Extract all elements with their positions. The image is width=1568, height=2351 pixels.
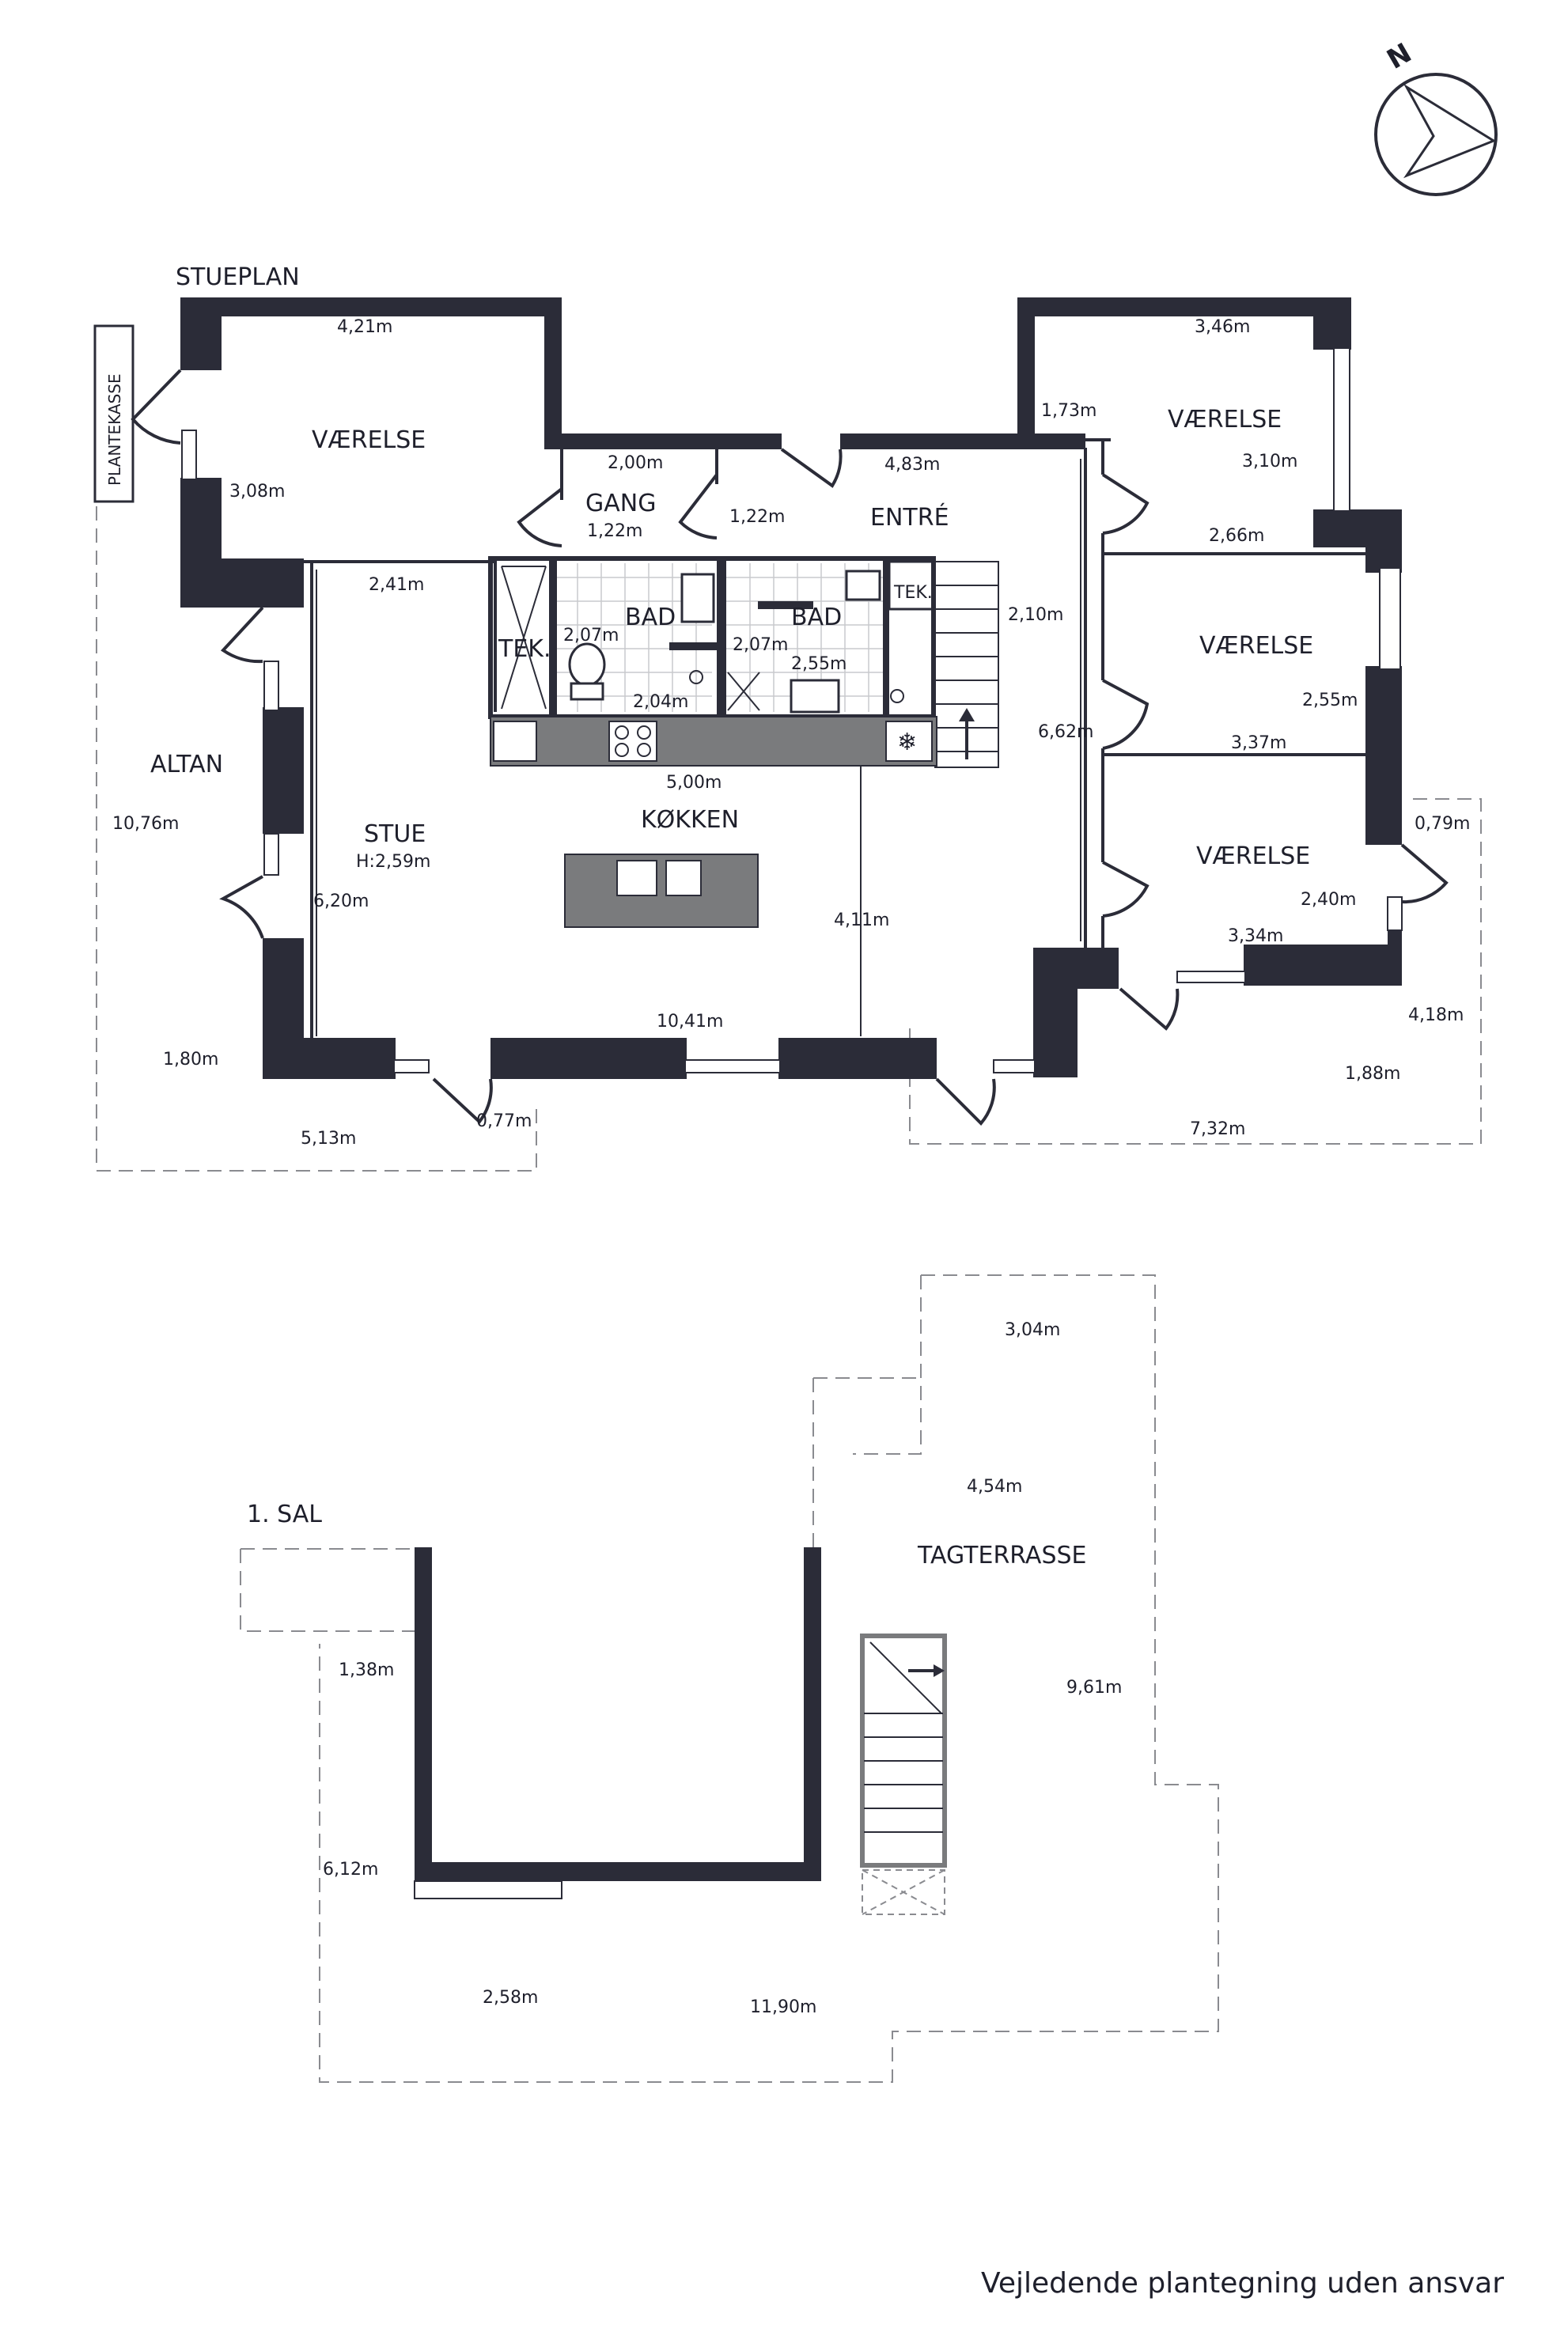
dim-kitchen-counter: 5,00m — [666, 773, 722, 793]
dim-se-step: 0,79m — [1415, 814, 1470, 834]
dim-door-width: 0,77m — [476, 1111, 532, 1131]
first-floor-title: 1. SAL — [247, 1501, 322, 1528]
dim-altan-length: 10,76m — [112, 814, 179, 834]
room-vaerelse-e: VÆRELSE — [1199, 632, 1313, 660]
planter-box-label: PLANTEKASSE — [105, 373, 124, 486]
room-kokken: KØKKEN — [641, 806, 739, 834]
interior-walls — [304, 438, 1372, 1039]
sink-right-icon — [790, 679, 840, 714]
dim-vaerelse-se-depth: 2,40m — [1301, 890, 1356, 910]
disclaimer-footer: Vejledende plantegning uden ansvar — [981, 2267, 1504, 2300]
dim-kitchen-depth: 4,11m — [834, 910, 889, 930]
exterior-walls — [180, 297, 1402, 1079]
room-bad-right: BAD — [791, 604, 842, 631]
stairs-first-floor — [860, 1634, 947, 1915]
dim-vaerelse-ne-width: 3,46m — [1195, 317, 1250, 337]
dim-first-bottom: 2,58m — [483, 1988, 538, 2008]
dim-vaerelse-nw-width: 4,21m — [337, 317, 392, 337]
dim-bad-left-depth: 2,07m — [563, 626, 619, 645]
dim-stue-top: 2,41m — [369, 575, 424, 595]
dim-bad-right-width: 2,55m — [791, 654, 846, 674]
area-altan: ALTAN — [150, 751, 223, 778]
room-stue: STUE — [364, 820, 426, 848]
room-tek-right: TEK. — [893, 583, 933, 603]
dim-vaerelse-se-width: 3,34m — [1228, 926, 1283, 946]
room-tek-left: TEK. — [498, 635, 551, 663]
dim-vaerelse-ne-bottom: 2,66m — [1209, 526, 1264, 546]
dim-first-step: 1,38m — [339, 1660, 394, 1680]
planter-box: PLANTEKASSE — [93, 324, 134, 503]
dishwasher-icon — [493, 721, 537, 762]
dim-south-wall: 10,41m — [657, 1012, 723, 1032]
toilet-icon — [568, 642, 606, 687]
toilet-right-icon — [845, 570, 881, 601]
dim-terrace-se-depth: 4,18m — [1408, 1005, 1464, 1025]
dim-first-depth: 6,12m — [323, 1860, 378, 1880]
room-vaerelse-ne: VÆRELSE — [1168, 406, 1282, 433]
kitchen-island — [564, 854, 759, 928]
shower-left-icon — [689, 670, 703, 684]
dim-roof-mid: 4,54m — [967, 1477, 1022, 1497]
room-vaerelse-nw: VÆRELSE — [312, 426, 426, 454]
dim-vaerelse-ne-notch: 1,73m — [1041, 401, 1096, 421]
compass-arrow-icon — [1403, 83, 1497, 179]
dim-altan-width: 5,13m — [301, 1129, 356, 1149]
dim-gang-width: 2,00m — [608, 453, 663, 473]
dim-vaerelse-e-width: 3,37m — [1231, 733, 1286, 753]
dim-bad-left-width: 2,04m — [633, 692, 688, 712]
dim-vaerelse-nw-depth: 3,08m — [229, 482, 285, 502]
island-sink-icon — [616, 860, 657, 896]
dim-stairs: 2,10m — [1008, 605, 1063, 625]
room-entre: ENTRÉ — [870, 503, 949, 532]
dim-entre-width: 4,83m — [884, 455, 940, 475]
sink-left-icon — [680, 573, 715, 623]
compass: N — [1374, 37, 1498, 196]
shower-right-icon — [890, 689, 904, 703]
room-gang: GANG — [585, 490, 656, 517]
compass-north-label: N — [1382, 37, 1418, 76]
dim-entre-depth: 1,22m — [729, 507, 785, 527]
dim-vaerelse-ne-depth: 3,10m — [1242, 452, 1297, 471]
doors — [131, 369, 1449, 1126]
roof-terrace-outlines — [240, 1274, 1219, 2083]
windows — [181, 347, 1403, 1073]
freezer-icon — [885, 721, 933, 762]
dim-roof-top-width: 3,04m — [1005, 1320, 1060, 1340]
dim-terrace-se-length: 7,32m — [1190, 1119, 1245, 1139]
island-appliance-icon — [665, 860, 702, 896]
ground-floor-title: STUEPLAN — [176, 263, 300, 291]
service-core — [488, 556, 936, 719]
stue-ceiling-height: H:2,59m — [356, 852, 430, 872]
room-bad-left: BAD — [625, 604, 676, 631]
dim-terrace-se-width: 1,88m — [1345, 1064, 1400, 1084]
room-vaerelse-se: VÆRELSE — [1196, 842, 1310, 870]
dim-vaerelse-e-depth: 2,55m — [1302, 691, 1358, 710]
dim-first-total: 11,90m — [750, 1997, 816, 2017]
cooktop-icon — [608, 721, 657, 762]
first-floor-walls — [414, 1547, 821, 1899]
kitchen-furniture: ❄ — [490, 716, 937, 928]
outdoor-outlines — [96, 506, 1482, 1172]
dim-stue-depth: 6,20m — [313, 892, 369, 911]
stairs-ground — [934, 561, 999, 768]
area-tagterrasse: TAGTERRASSE — [917, 1542, 1087, 1569]
dim-roof-depth: 9,61m — [1066, 1678, 1122, 1698]
dim-entre-length: 6,62m — [1038, 722, 1093, 742]
dim-gang-depth: 1,22m — [587, 521, 642, 541]
dim-bad-right-depth: 2,07m — [733, 635, 788, 655]
dim-altan-south: 1,80m — [163, 1050, 218, 1069]
freezer-snowflake-icon: ❄ — [897, 729, 917, 756]
